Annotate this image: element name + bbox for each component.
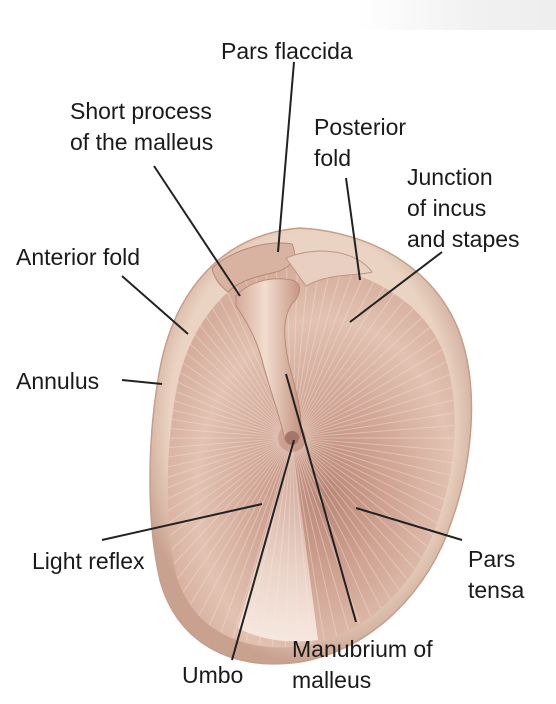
membrane-fiber (303, 445, 447, 562)
membrane-fiber (296, 450, 364, 633)
membrane-fiber (301, 447, 430, 585)
membrane-fiber (167, 408, 279, 437)
membrane-fiber (304, 365, 455, 434)
membrane-fiber (305, 439, 455, 468)
membrane-fiber (167, 314, 281, 431)
membrane-fiber (294, 451, 339, 642)
membrane-fiber (305, 408, 455, 437)
membrane-fiber (295, 451, 352, 638)
posterior-fold-region (285, 250, 373, 287)
membrane-fiber (300, 448, 410, 604)
membrane-fiber (298, 449, 388, 621)
membrane-fiber (300, 448, 420, 595)
membrane-fiber (167, 439, 279, 468)
corner-shade (356, 0, 556, 30)
membrane-fiber (304, 352, 455, 433)
membrane-fiber (305, 440, 455, 483)
membrane-fiber (305, 441, 455, 497)
membrane-fiber (293, 451, 326, 645)
membrane-fiber (167, 440, 279, 483)
membrane-fiber (167, 445, 281, 550)
membrane-fiber (167, 443, 280, 524)
leader-pars-flaccida (277, 61, 295, 253)
label-anterior-fold: Anterior fold (16, 244, 141, 270)
pars-flaccida-region (211, 242, 295, 293)
membrane-fiber (167, 338, 280, 432)
label-annulus: Annulus (16, 368, 100, 394)
membrane-fiber (299, 449, 399, 613)
label-pars-tensa: Pars tensa (468, 546, 525, 603)
radial-fibers (167, 262, 455, 648)
membrane-fiber (167, 448, 284, 595)
umbo-spot (285, 431, 299, 445)
label-junction: Junction of incus and stapes (407, 164, 520, 252)
membrane-fiber (208, 450, 287, 627)
membrane-fiber (303, 314, 447, 431)
membrane-fiber (167, 441, 279, 497)
membrane-fiber (298, 262, 388, 427)
membrane-fiber (167, 444, 280, 538)
label-posterior-fold: Posterior fold (314, 114, 407, 171)
membrane-fiber (305, 379, 455, 435)
membrane-fiber (232, 451, 289, 638)
membrane-fiber (167, 393, 279, 436)
membrane-surface (167, 262, 455, 648)
leader-umbo (231, 439, 295, 661)
leader-light-reflex (101, 503, 263, 541)
label-short-process: Short process of the malleus (70, 98, 214, 155)
leader-lines (101, 61, 463, 661)
leader-annulus (121, 379, 163, 385)
membrane-fiber (167, 447, 283, 585)
leader-pars-tensa (355, 507, 463, 541)
membrane-fiber (297, 450, 376, 627)
membrane-fiber (167, 352, 280, 433)
leader-posterior-fold (345, 177, 361, 281)
leader-anterior-fold (121, 275, 189, 335)
membrane-fiber (305, 393, 455, 436)
membrane-fiber (167, 438, 279, 454)
membrane-fiber (167, 326, 281, 431)
membrane-fiber (167, 445, 281, 562)
membrane-fiber (167, 422, 279, 438)
membrane-fiber (303, 326, 454, 431)
label-light-reflex: Light reflex (32, 548, 145, 574)
membrane-fiber (304, 338, 455, 432)
membrane-fiber (196, 449, 286, 621)
membrane-fiber (167, 442, 280, 511)
membrane-fiber (300, 281, 420, 428)
membrane-fiber (304, 442, 455, 511)
membrane-fiber (185, 449, 285, 613)
membrane-fiber (305, 422, 455, 438)
membrane-fiber (174, 448, 284, 604)
light-reflex-cone (238, 440, 318, 642)
label-pars-flaccida: Pars flaccida (221, 38, 353, 64)
membrane-fiber (301, 291, 430, 429)
leader-short-process (153, 165, 241, 297)
label-manubrium: Manubrium of malleus (292, 636, 433, 693)
leader-junction (349, 251, 443, 323)
leader-manubrium (285, 373, 357, 623)
label-umbo: Umbo (182, 662, 244, 688)
malleus (235, 278, 302, 444)
membrane-fiber (304, 443, 455, 524)
membrane-fiber (299, 263, 399, 427)
membrane-fiber (167, 365, 280, 434)
membrane-fiber (302, 302, 438, 430)
membrane-fiber (297, 262, 376, 426)
membrane-fiber (300, 272, 410, 428)
membrane-fiber (305, 438, 455, 454)
membrane-fiber (304, 444, 455, 538)
membrane-fiber (167, 379, 279, 435)
membrane-fiber (303, 445, 454, 550)
membrane-fiber (302, 446, 438, 574)
membrane-fiber (220, 450, 288, 633)
